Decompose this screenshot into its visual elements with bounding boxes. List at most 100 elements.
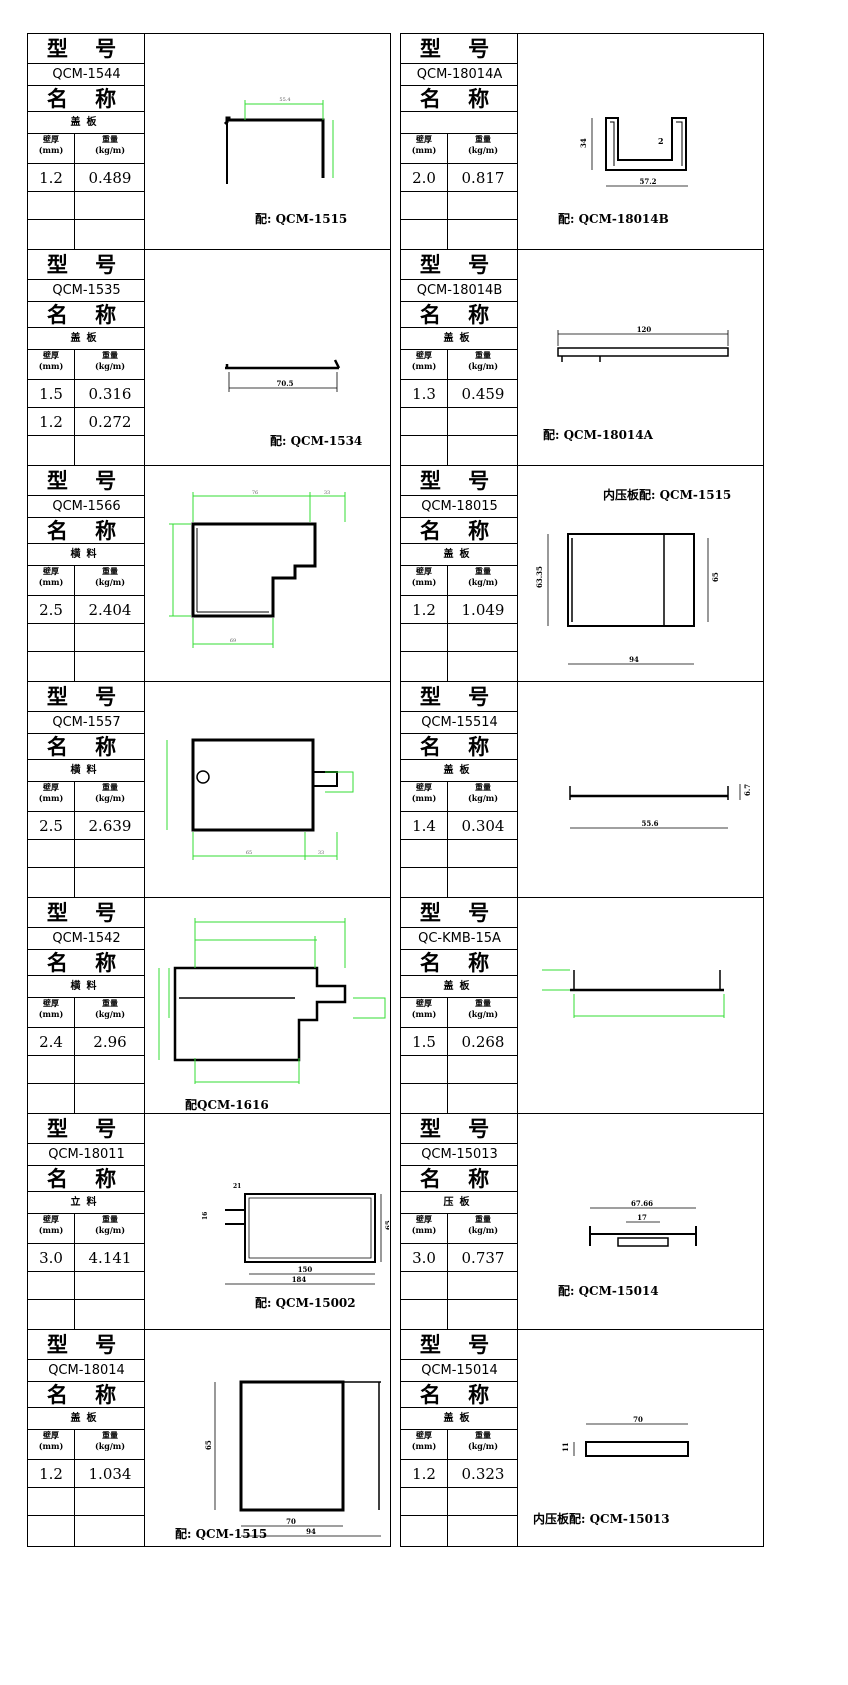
model-number: QCM-18014 xyxy=(28,1360,145,1382)
thickness-header: 壁厚(mm) xyxy=(28,998,75,1027)
weight-value xyxy=(448,1272,518,1299)
weight-header: 重量(kg/m) xyxy=(94,1214,126,1235)
spec-row-empty xyxy=(28,1516,145,1546)
svg-text:94: 94 xyxy=(306,1527,316,1536)
svg-text:55.4: 55.4 xyxy=(279,97,290,103)
name-heading: 名 称 xyxy=(401,950,518,976)
thickness-header: 壁厚(mm) xyxy=(28,782,75,811)
spec-row-empty xyxy=(28,436,145,466)
model-number: QCM-15514 xyxy=(401,712,518,734)
weight-value: 2.96 xyxy=(93,1033,127,1051)
profile-section-svg: 120 xyxy=(557,325,729,362)
compatibility-note: 内压板配: QCM-1515 xyxy=(603,488,732,502)
name-heading: 名 称 xyxy=(28,1382,145,1408)
spec-row: 1.2 1.049 xyxy=(401,596,518,624)
profile-drawing xyxy=(518,898,762,1113)
weight-header: 重量(kg/m) xyxy=(467,566,499,587)
weight-value xyxy=(448,1488,518,1515)
svg-text:70: 70 xyxy=(633,1415,643,1424)
svg-text:65: 65 xyxy=(246,850,252,856)
name-heading: 名 称 xyxy=(401,1166,518,1192)
profile-name: 盖板 xyxy=(401,976,518,998)
thickness-value xyxy=(401,1488,448,1515)
model-heading: 型 号 xyxy=(28,682,145,712)
weight-value xyxy=(75,868,145,898)
thickness-value: 3.0 xyxy=(401,1244,448,1271)
model-heading: 型 号 xyxy=(401,34,518,64)
thickness-value xyxy=(401,1084,448,1114)
column-headers: 壁厚(mm) 重量(kg/m) xyxy=(28,1214,145,1244)
thickness-header: 壁厚(mm) xyxy=(401,350,448,379)
spec-row xyxy=(28,1056,145,1084)
thickness-value xyxy=(28,624,75,651)
thickness-value xyxy=(28,1300,75,1330)
thickness-value xyxy=(28,1516,75,1546)
column-headers: 壁厚(mm) 重量(kg/m) xyxy=(401,1430,518,1460)
column-headers: 壁厚(mm) 重量(kg/m) xyxy=(401,998,518,1028)
weight-value: 0.737 xyxy=(461,1249,505,1267)
thickness-value: 1.2 xyxy=(28,1460,75,1487)
spec-row: 2.0 0.817 xyxy=(401,164,518,192)
svg-text:69: 69 xyxy=(230,638,236,644)
spec-table: 型 号 QCM-1535 名 称 盖板 壁厚(mm) 重量(kg/m) 1.5 … xyxy=(28,250,145,466)
thickness-value xyxy=(401,220,448,250)
thickness-value xyxy=(401,408,448,435)
thickness-value xyxy=(401,840,448,867)
weight-header: 重量(kg/m) xyxy=(467,998,499,1019)
spec-row-empty xyxy=(28,220,145,250)
weight-value xyxy=(448,868,518,898)
thickness-value xyxy=(401,192,448,219)
profile-section-svg: 55.6 6.7 xyxy=(569,784,752,829)
weight-value: 0.459 xyxy=(461,385,505,403)
spec-row-empty xyxy=(28,652,145,682)
spec-table: 型 号 QC-KMB-15A 名 称 盖板 壁厚(mm) 重量(kg/m) 1.… xyxy=(401,898,518,1114)
thickness-value: 1.5 xyxy=(401,1028,448,1055)
model-heading: 型 号 xyxy=(28,1330,145,1360)
profile-section-svg: 34 2 57.2 xyxy=(579,117,688,187)
profile-card: 型 号 QCM-18011 名 称 立料 壁厚(mm) 重量(kg/m) 3.0… xyxy=(28,1114,390,1330)
profile-name: 横料 xyxy=(28,544,145,566)
thickness-header: 壁厚(mm) xyxy=(28,134,75,163)
spec-row xyxy=(401,1056,518,1084)
profile-drawing: 21 16 150 184 65 配: QCM-15002 xyxy=(145,1114,389,1329)
model-number: QCM-18011 xyxy=(28,1144,145,1166)
weight-header: 重量(kg/m) xyxy=(467,350,499,371)
name-heading: 名 称 xyxy=(28,950,145,976)
spec-table: 型 号 QCM-15014 名 称 盖板 壁厚(mm) 重量(kg/m) 1.2… xyxy=(401,1330,518,1546)
profile-card: 型 号 QCM-15013 名 称 压板 壁厚(mm) 重量(kg/m) 3.0… xyxy=(401,1114,763,1330)
thickness-value: 1.3 xyxy=(401,380,448,407)
compatibility-note: 配: QCM-18014B xyxy=(558,212,669,226)
spec-row: 1.2 0.323 xyxy=(401,1460,518,1488)
svg-text:76: 76 xyxy=(252,490,258,496)
name-heading: 名 称 xyxy=(28,86,145,112)
profile-name: 横料 xyxy=(28,760,145,782)
weight-value: 0.272 xyxy=(88,413,132,431)
profile-name: 盖板 xyxy=(401,760,518,782)
model-heading: 型 号 xyxy=(401,466,518,496)
weight-value: 0.817 xyxy=(461,169,505,187)
thickness-value: 1.2 xyxy=(28,408,75,435)
svg-text:184: 184 xyxy=(292,1275,307,1284)
thickness-value: 1.5 xyxy=(28,380,75,407)
profile-section-svg: 65 70 94 xyxy=(204,1380,381,1537)
spec-row-empty xyxy=(28,868,145,898)
compatibility-note: 配: QCM-1515 xyxy=(255,212,348,226)
model-number: QCM-1557 xyxy=(28,712,145,734)
svg-text:70: 70 xyxy=(286,1517,296,1526)
thickness-header: 壁厚(mm) xyxy=(28,1214,75,1243)
profile-card: 型 号 QCM-1542 名 称 横料 壁厚(mm) 重量(kg/m) 2.4 … xyxy=(28,898,390,1114)
name-heading: 名 称 xyxy=(28,734,145,760)
svg-text:63.35: 63.35 xyxy=(535,566,544,588)
thickness-value: 2.4 xyxy=(28,1028,75,1055)
profile-card: 型 号 QC-KMB-15A 名 称 盖板 壁厚(mm) 重量(kg/m) 1.… xyxy=(401,898,763,1114)
column-headers: 壁厚(mm) 重量(kg/m) xyxy=(28,998,145,1028)
model-heading: 型 号 xyxy=(28,250,145,280)
spec-table: 型 号 QCM-15013 名 称 压板 壁厚(mm) 重量(kg/m) 3.0… xyxy=(401,1114,518,1330)
model-heading: 型 号 xyxy=(28,1114,145,1144)
profile-section-svg xyxy=(158,918,386,1084)
spec-table: 型 号 QCM-1566 名 称 横料 壁厚(mm) 重量(kg/m) 2.5 … xyxy=(28,466,145,682)
weight-header: 重量(kg/m) xyxy=(467,782,499,803)
weight-value xyxy=(448,1084,518,1114)
model-heading: 型 号 xyxy=(401,1330,518,1360)
thickness-value xyxy=(28,192,75,219)
